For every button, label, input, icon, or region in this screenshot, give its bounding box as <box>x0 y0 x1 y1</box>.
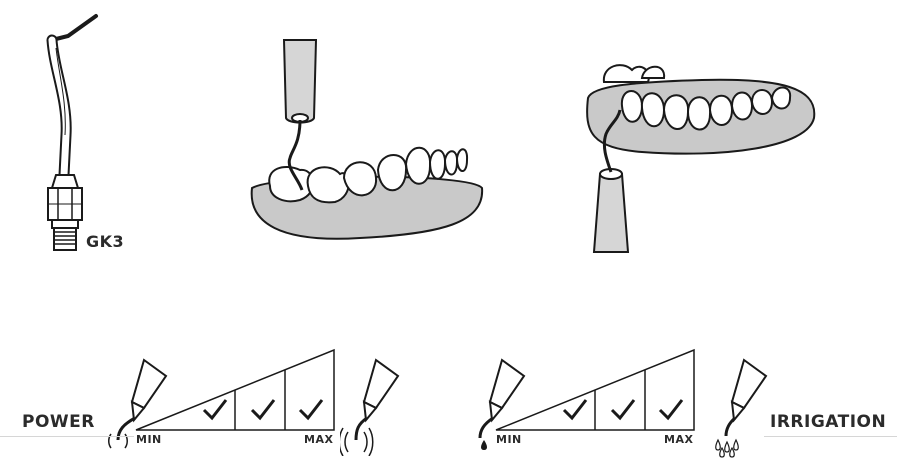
irrigation-label: IRRIGATION <box>770 412 887 432</box>
power-scale <box>134 348 336 432</box>
irrigation-check-level-2 <box>610 399 636 421</box>
irrigation-scale <box>494 348 696 432</box>
irrigation-min-label: MIN <box>496 433 522 446</box>
irrigation-handpiece-min-icon <box>470 358 526 452</box>
power-max-label: MAX <box>304 433 334 446</box>
irrigation-check-level-1 <box>562 399 588 421</box>
power-handpiece-max-icon <box>340 358 400 456</box>
irrigation-check-level-3 <box>658 399 684 421</box>
irrigation-divider-rule <box>764 436 897 437</box>
scaler-tip-illustration <box>38 10 118 260</box>
irrigation-handpiece-max-icon <box>712 358 768 458</box>
power-divider-rule <box>0 436 134 437</box>
upper-jaw-illustration <box>582 48 822 258</box>
tip-model-label: GK3 <box>86 232 125 251</box>
power-min-label: MIN <box>136 433 162 446</box>
power-handpiece-min-icon <box>104 358 168 452</box>
lower-jaw-illustration <box>240 38 490 248</box>
power-check-level-2 <box>250 399 276 421</box>
power-check-level-1 <box>202 399 228 421</box>
irrigation-max-label: MAX <box>664 433 694 446</box>
power-label: POWER <box>22 412 95 432</box>
power-check-level-3 <box>298 399 324 421</box>
